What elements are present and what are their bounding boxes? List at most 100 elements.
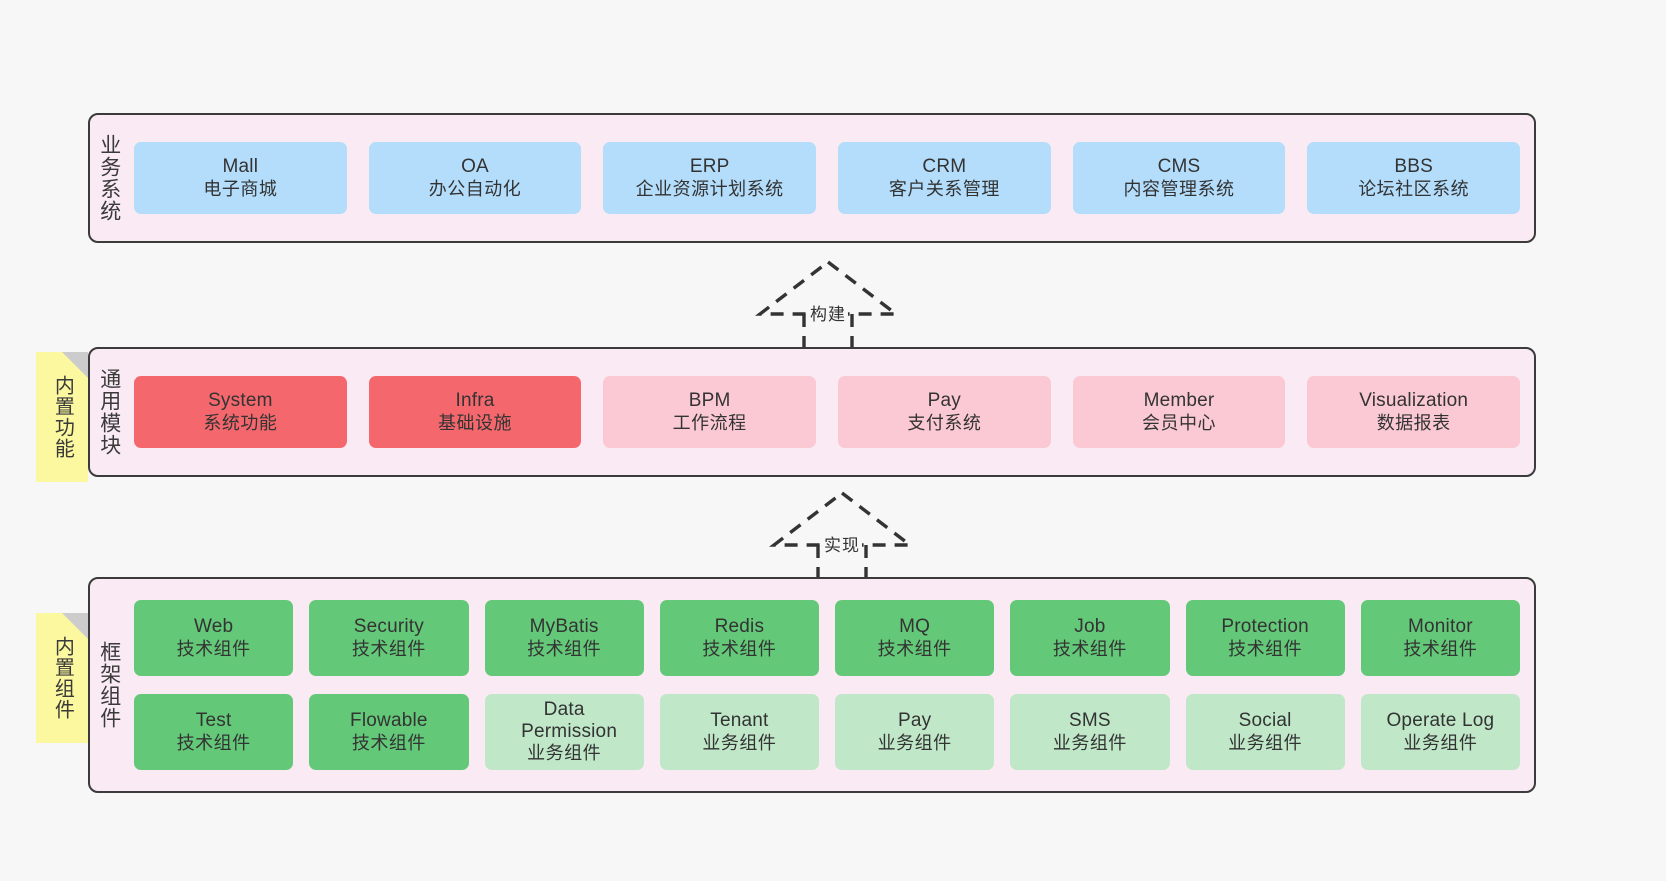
card-subtitle: 会员中心 [1142,412,1217,433]
card-subtitle: 工作流程 [672,412,747,433]
layer-title-common-modules: 通用模块 [97,368,121,456]
card-subtitle: 业务组件 [877,732,952,753]
card-title: System [208,390,273,412]
card-subtitle: 业务组件 [1228,732,1303,753]
card-subtitle: 技术组件 [877,638,952,659]
card-title: Visualization [1359,390,1469,412]
card-subtitle: 办公自动化 [428,178,522,199]
card-monitor[interactable]: Monitor 技术组件 [1360,600,1520,676]
layer-common-modules: 通用模块 System 系统功能 Infra 基础设施 BPM 工作流程 Pay… [88,347,1536,477]
card-title: Social [1238,710,1292,732]
card-subtitle: 技术组件 [702,638,777,659]
arrow-build: 构建 [748,256,908,351]
card-subtitle: 技术组件 [176,732,251,753]
card-tenant[interactable]: Tenant 业务组件 [659,694,819,770]
card-infra[interactable]: Infra 基础设施 [368,376,582,448]
card-title: MyBatis [529,616,599,638]
card-title: Monitor [1407,616,1473,638]
card-job[interactable]: Job 技术组件 [1010,600,1170,676]
card-erp[interactable]: ERP 企业资源计划系统 [603,142,817,214]
card-subtitle: 技术组件 [176,638,251,659]
card-title: Mall [222,156,259,178]
arrow-build-shape [754,259,902,351]
card-sms[interactable]: SMS 业务组件 [1010,694,1170,770]
card-subtitle: 系统功能 [203,412,278,433]
card-subtitle: 技术组件 [351,732,426,753]
card-crm[interactable]: CRM 客户关系管理 [838,142,1051,214]
card-title: Flowable [350,710,428,732]
card-title: Data Permission [521,699,618,743]
card-operate-log[interactable]: Operate Log 业务组件 [1360,694,1520,770]
card-subtitle: 支付系统 [907,412,982,433]
card-subtitle: 电子商城 [203,178,278,199]
card-title: ERP [689,156,730,178]
card-title: BPM [688,390,731,412]
card-protection[interactable]: Protection 技术组件 [1185,600,1345,676]
card-row: System 系统功能 Infra 基础设施 BPM 工作流程 Pay 支付系统… [134,376,1521,448]
card-mall[interactable]: Mall 电子商城 [134,142,347,214]
note-builtin-features: 内置功能 [36,352,88,482]
card-subtitle: 业务组件 [527,743,602,764]
card-subtitle: 基础设施 [438,412,512,433]
card-title: MQ [899,616,931,638]
card-title: CRM [922,156,967,178]
card-subtitle: 业务组件 [1403,732,1478,753]
card-subtitle: 内容管理系统 [1123,178,1235,199]
card-member[interactable]: Member 会员中心 [1072,376,1286,448]
card-bpm[interactable]: BPM 工作流程 [603,376,817,448]
note-label: 内置功能 [51,375,74,459]
card-system[interactable]: System 系统功能 [134,376,347,448]
card-subtitle: 业务组件 [1052,732,1127,753]
card-title: Test [195,710,232,732]
card-security[interactable]: Security 技术组件 [309,600,469,676]
card-title: Pay [897,710,932,732]
card-pay[interactable]: Pay 支付系统 [838,376,1051,448]
card-cms[interactable]: CMS 内容管理系统 [1072,142,1286,214]
layer-body-business-systems: Mall 电子商城 OA 办公自动化 ERP 企业资源计划系统 CRM 客户关系… [128,115,1534,241]
card-title: BBS [1394,156,1433,178]
layer-body-framework-components: Web 技术组件 Security 技术组件 MyBatis 技术组件 Redi… [128,579,1534,791]
card-row: Web 技术组件 Security 技术组件 MyBatis 技术组件 Redi… [134,600,1520,676]
card-subtitle: 论坛社区系统 [1358,178,1470,199]
card-title: Tenant [710,710,769,732]
layer-title-framework-components: 框架组件 [97,641,121,729]
card-title: Protection [1221,616,1309,638]
card-title: SMS [1068,710,1111,732]
layer-business-systems: 业务系统 Mall 电子商城 OA 办公自动化 ERP 企业资源计划系统 CRM… [88,113,1536,243]
card-test[interactable]: Test 技术组件 [134,694,294,770]
card-web[interactable]: Web 技术组件 [134,600,294,676]
card-visualization[interactable]: Visualization 数据报表 [1307,376,1521,448]
card-subtitle: 客户关系管理 [888,178,1000,199]
note-builtin-components: 内置组件 [36,613,88,743]
card-title: Job [1074,616,1106,638]
card-title: Operate Log [1386,710,1495,732]
layer-body-common-modules: System 系统功能 Infra 基础设施 BPM 工作流程 Pay 支付系统… [128,349,1534,475]
layer-title-business-systems: 业务系统 [97,134,121,222]
card-subtitle: 技术组件 [1403,638,1478,659]
card-bbs[interactable]: BBS 论坛社区系统 [1307,142,1521,214]
card-row: Test 技术组件 Flowable 技术组件 Data Permission … [134,694,1520,770]
card-pay-component[interactable]: Pay 业务组件 [835,694,995,770]
card-row: Mall 电子商城 OA 办公自动化 ERP 企业资源计划系统 CRM 客户关系… [134,142,1521,214]
arrow-implement-shape [768,490,916,582]
card-title: Member [1143,390,1215,412]
card-flowable[interactable]: Flowable 技术组件 [309,694,469,770]
card-title: Web [193,616,234,638]
card-mq[interactable]: MQ 技术组件 [835,600,995,676]
card-subtitle: 企业资源计划系统 [635,178,784,199]
arrow-build-label: 构建 [808,300,848,325]
card-mybatis[interactable]: MyBatis 技术组件 [484,600,644,676]
layer-framework-components: 框架组件 Web 技术组件 Security 技术组件 MyBatis 技术组件… [88,577,1536,793]
card-subtitle: 技术组件 [527,638,602,659]
card-redis[interactable]: Redis 技术组件 [659,600,819,676]
card-data-permission[interactable]: Data Permission 业务组件 [484,694,644,770]
card-oa[interactable]: OA 办公自动化 [368,142,582,214]
card-title: Pay [927,390,962,412]
arrow-implement-label: 实现 [822,531,862,556]
card-title: OA [461,156,489,178]
card-subtitle: 数据报表 [1376,412,1451,433]
card-social[interactable]: Social 业务组件 [1185,694,1345,770]
card-subtitle: 业务组件 [702,732,777,753]
card-subtitle: 技术组件 [1052,638,1127,659]
card-title: CMS [1157,156,1201,178]
